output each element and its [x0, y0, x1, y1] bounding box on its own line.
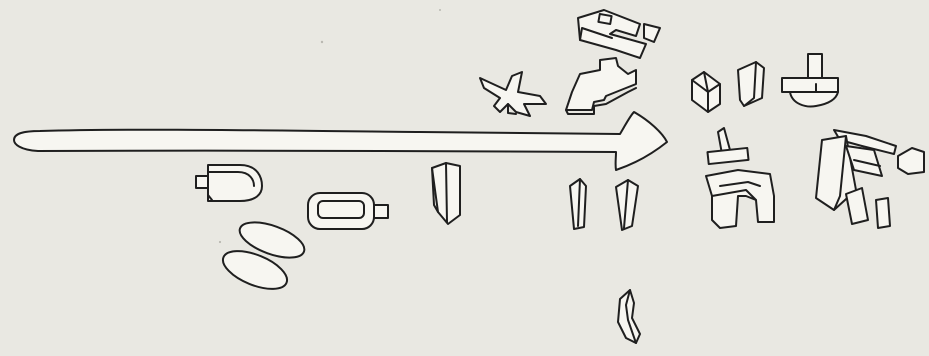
axis-arrow [14, 112, 667, 170]
twin-slabs [570, 179, 638, 230]
cube-pair [692, 62, 764, 112]
rounded-ring-block [308, 193, 388, 229]
cross-dome-block [782, 54, 838, 106]
pill-block [196, 165, 262, 201]
stepped-block [566, 58, 636, 114]
ellipse-pair [218, 215, 309, 296]
bent-slab [618, 290, 640, 343]
x-shaped-block [480, 72, 546, 116]
clustered-blocks [816, 130, 924, 228]
wedge-tower [432, 163, 460, 224]
c-shaped-block [578, 10, 660, 58]
t-block [707, 128, 748, 164]
h-shaped-block [706, 170, 774, 228]
